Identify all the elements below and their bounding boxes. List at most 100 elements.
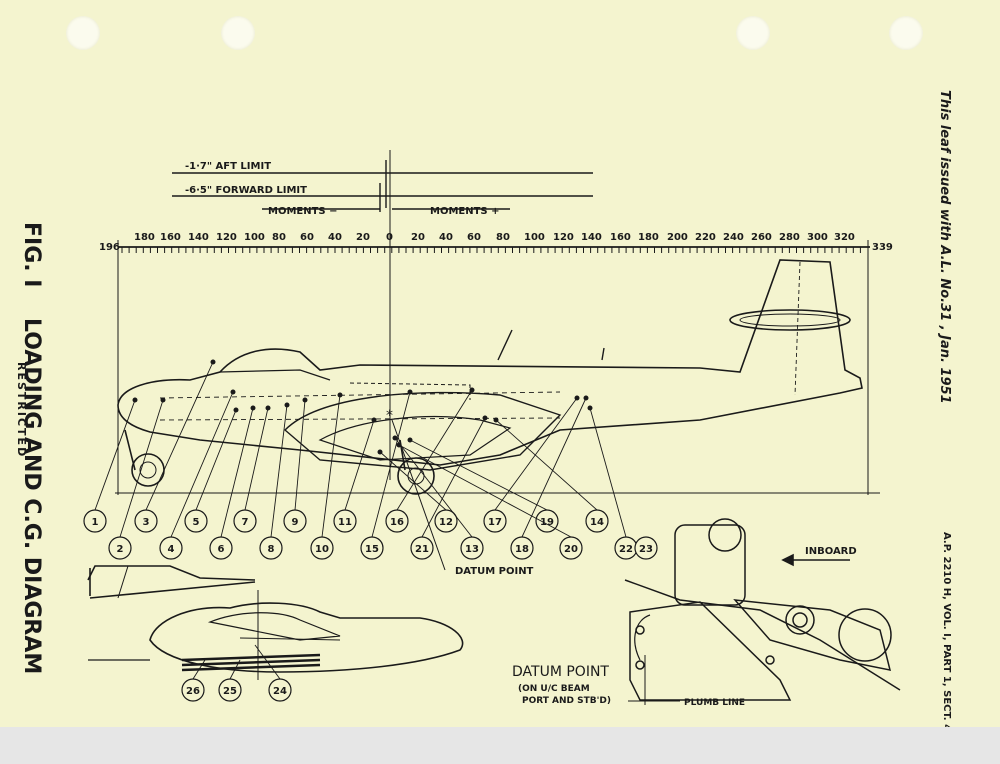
scale-tick-label: 20 — [356, 232, 370, 243]
scale-tick-label: 80 — [272, 232, 286, 243]
callout-point — [377, 449, 383, 455]
callout-point — [265, 405, 271, 411]
station-number: 21 — [415, 544, 429, 555]
page-bottom-edge — [0, 727, 1000, 764]
callout-circle — [159, 536, 183, 560]
reference-number: A.P. 2210 H, VOL. I, PART 1, SECT. 4 — [941, 532, 952, 732]
callout-circle — [218, 678, 242, 702]
callout-circle — [483, 509, 507, 533]
callout-leader — [495, 419, 598, 511]
callout-leader — [521, 397, 587, 538]
callout-circle — [184, 509, 208, 533]
callout-point — [302, 397, 308, 403]
callout-leader — [195, 409, 237, 511]
limit-lines — [172, 150, 593, 480]
station-number: 26 — [186, 686, 200, 697]
callout-circle — [410, 536, 434, 560]
callout-circle — [360, 536, 384, 560]
callout-leader — [396, 389, 473, 511]
callout-circle — [634, 536, 658, 560]
station-number: 22 — [619, 544, 633, 555]
callout-leader — [409, 439, 548, 511]
issue-note: This leaf issued with A.L. No.31 , Jan. … — [937, 90, 952, 404]
callout-point — [250, 405, 256, 411]
scale-tick-label: 40 — [439, 232, 453, 243]
callout-circle — [283, 509, 307, 533]
scale-tick-label: 300 — [807, 232, 828, 243]
scale-end-left: 196 — [99, 242, 120, 253]
scale-tick-label: 240 — [723, 232, 744, 243]
callout-leader — [220, 407, 254, 538]
callout-point — [132, 397, 138, 403]
station-number: 8 — [268, 544, 275, 555]
station-number: 24 — [273, 686, 287, 697]
station-number: 25 — [223, 686, 237, 697]
callout-circle — [585, 509, 609, 533]
classification-label: RESTRICTED — [15, 362, 28, 459]
callout-point — [493, 417, 499, 423]
scale-tick-label: 60 — [300, 232, 314, 243]
callout-point — [230, 389, 236, 395]
station-number: 23 — [639, 544, 653, 555]
punch-hole — [736, 16, 770, 50]
scale-tick-label: 260 — [751, 232, 772, 243]
datum-point-pointer-label: DATUM POINT — [455, 566, 534, 577]
scale-tick-label: 40 — [328, 232, 342, 243]
scale-tick-label: 140 — [581, 232, 602, 243]
callout-point — [371, 417, 377, 423]
callout-circle — [233, 509, 257, 533]
callout-leader — [589, 407, 627, 538]
callout-circle — [535, 509, 559, 533]
forward-limit-label: -6·5" FORWARD LIMIT — [185, 185, 307, 196]
callout-point — [407, 437, 413, 443]
station-number: 17 — [488, 517, 502, 528]
callout-circle — [333, 509, 357, 533]
callout-leader — [294, 399, 306, 511]
station-number: 20 — [564, 544, 578, 555]
callout-leader — [321, 394, 341, 538]
station-number: 1 — [92, 517, 99, 528]
moments-plus-label: MOMENTS + — [430, 206, 500, 217]
callout-circle — [460, 536, 484, 560]
punch-hole — [889, 16, 923, 50]
station-number: 15 — [365, 544, 379, 555]
station-number: 13 — [465, 544, 479, 555]
callout-leader — [119, 399, 164, 538]
callout-leader — [494, 397, 578, 511]
scale-tick-label: 120 — [553, 232, 574, 243]
callout-point — [587, 405, 593, 411]
station-number: 5 — [193, 517, 200, 528]
callout-leader — [394, 437, 473, 538]
callout-circle — [310, 536, 334, 560]
callout-circle — [385, 509, 409, 533]
station-number: 2 — [117, 544, 124, 555]
station-number: 6 — [218, 544, 225, 555]
moments-minus-label: MOMENTS − — [268, 206, 338, 217]
datum-star: * — [386, 408, 393, 424]
callout-leader — [244, 407, 269, 511]
scale-tick-label: 120 — [216, 232, 237, 243]
punch-hole — [221, 16, 255, 50]
scale-tick-label: 180 — [134, 232, 155, 243]
station-number: 19 — [540, 517, 554, 528]
callout-point — [482, 415, 488, 421]
scale-tick-label: 280 — [779, 232, 800, 243]
callout-circle — [268, 678, 292, 702]
scale-tick-label: 220 — [695, 232, 716, 243]
callout-point — [392, 435, 398, 441]
scale-tick-label: 160 — [610, 232, 631, 243]
scale-tick-label: 140 — [188, 232, 209, 243]
figure-number: FIG. I — [19, 222, 44, 288]
callout-point — [233, 407, 239, 413]
scale-tick-label: 180 — [638, 232, 659, 243]
station-number: 3 — [143, 517, 150, 528]
callout-circle — [83, 509, 107, 533]
station-number: 18 — [515, 544, 529, 555]
callout-point — [469, 387, 475, 393]
scale-tick-label: 200 — [667, 232, 688, 243]
callout-leader — [398, 444, 572, 538]
callout-point — [574, 395, 580, 401]
station-number: 4 — [168, 544, 175, 555]
